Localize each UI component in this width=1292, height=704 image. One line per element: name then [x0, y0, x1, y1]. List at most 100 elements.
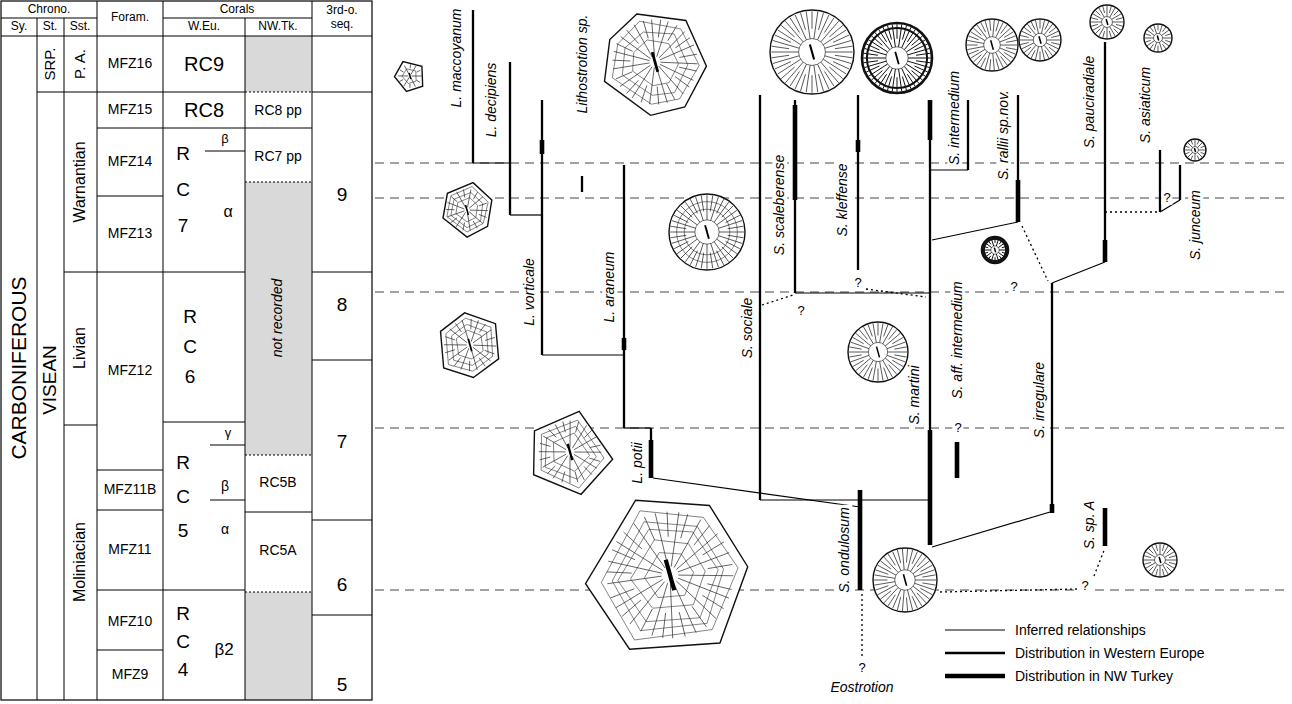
coral-septum	[1107, 6, 1108, 17]
legend-text: Distribution in NW Turkey	[1015, 668, 1173, 684]
taxon-name: S. aff. intermedium	[950, 279, 965, 401]
coral-zone: RC4	[174, 600, 193, 684]
foram-zone: MFZ11B	[104, 482, 157, 497]
lineage-line	[1017, 95, 1019, 222]
taxon-name: L. araneum	[602, 250, 617, 325]
coral-section	[1019, 19, 1061, 61]
coral-septum	[920, 565, 932, 571]
coral-septum	[469, 361, 470, 371]
coral-septum	[908, 590, 913, 610]
uncertain-link	[861, 594, 862, 658]
coral-septum	[996, 238, 999, 246]
coral-septum	[660, 45, 694, 60]
coral-section	[534, 411, 613, 494]
foram-zone: MFZ10	[108, 614, 152, 629]
coral-septum	[1159, 25, 1162, 34]
coral-columella	[1159, 557, 1161, 563]
coral-septum	[1169, 556, 1176, 558]
coral-section	[848, 322, 908, 382]
coral-septum	[719, 236, 742, 244]
coral-septum	[990, 59, 991, 70]
coral-septum	[849, 352, 869, 353]
coral-septum	[660, 62, 697, 64]
coral-tabularium	[895, 570, 915, 590]
table-rule	[97, 128, 163, 129]
coral-septum	[1002, 252, 1007, 254]
taxon-name: S. intermedium	[947, 69, 962, 167]
coral-septum	[677, 239, 697, 254]
coral-septum	[626, 80, 638, 93]
coral-septum	[620, 65, 650, 86]
coral-septum	[887, 25, 891, 39]
lineage-line	[623, 165, 625, 428]
sequence-boundary	[375, 428, 1288, 429]
sequence-number: 6	[337, 575, 348, 596]
taxon-name: S. asiaticum	[1138, 65, 1153, 145]
coral-septum	[400, 70, 404, 72]
coral-zone: RC7 pp	[254, 149, 301, 164]
coral-septum	[884, 588, 898, 603]
taxon-name: Lithostrotion sp.	[575, 13, 590, 116]
table-rule	[64, 92, 97, 93]
lineage-line	[1104, 42, 1106, 262]
lineage-line	[932, 222, 1018, 240]
coral-tabularium	[991, 246, 999, 254]
coral-septum	[833, 62, 849, 69]
coral-section	[1090, 5, 1124, 39]
coral-septum	[1041, 47, 1044, 60]
coral-septum	[778, 59, 801, 74]
coral-septum	[1144, 556, 1151, 558]
coral-septum	[569, 457, 570, 484]
coral-septum	[873, 361, 876, 380]
coral-septum	[658, 20, 660, 38]
coral-septum	[812, 75, 813, 93]
coral-septum	[991, 238, 994, 246]
coral-septum	[990, 20, 991, 31]
coral-septum	[444, 344, 467, 345]
coral-septum	[1112, 22, 1123, 23]
coral-septum	[781, 25, 794, 37]
coral-septum	[819, 74, 824, 91]
coral-septum	[876, 570, 889, 574]
coral-columella	[705, 225, 709, 239]
coral-septum	[1169, 562, 1176, 564]
coral-septum	[773, 41, 799, 49]
table-rule	[97, 272, 163, 273]
coral-septum	[823, 30, 846, 45]
coral-septum	[863, 53, 878, 55]
coral-septum	[866, 44, 879, 50]
coral-dissepiment	[612, 21, 699, 104]
legend-sample	[945, 647, 1005, 659]
coral-septum	[671, 226, 687, 228]
lineage-line	[1103, 240, 1108, 262]
stratigraphic-unit: CARBONIFEROUS	[7, 276, 30, 459]
coral-septum	[868, 325, 872, 337]
coral-septum	[563, 422, 566, 433]
taxon-name: L. vorticale	[522, 256, 537, 328]
coral-septum	[1146, 552, 1156, 558]
uncertain-link	[1022, 226, 1048, 281]
coral-septum	[572, 456, 584, 480]
coral-septum	[1103, 31, 1105, 38]
coral-columella	[895, 52, 899, 65]
coral-section	[1143, 543, 1177, 577]
lineage-line	[472, 10, 474, 163]
coral-septum	[1095, 10, 1100, 15]
coral-septum	[967, 40, 984, 43]
coral-septum	[880, 361, 883, 380]
coral-wall	[862, 23, 932, 93]
coral-septum	[781, 67, 794, 79]
coral-septum	[1197, 156, 1199, 160]
coral-septum	[825, 56, 851, 64]
table-rule	[37, 18, 38, 700]
coral-zone: β	[221, 132, 228, 146]
coral-septum	[624, 532, 642, 549]
coral-septum	[824, 71, 834, 86]
coral-septum	[874, 575, 895, 578]
lineage-line	[955, 442, 960, 478]
coral-septum	[1160, 544, 1161, 555]
coral-septum	[714, 242, 729, 262]
coral-septum	[915, 580, 936, 581]
lineage-line	[930, 169, 968, 170]
coral-septum	[912, 71, 923, 81]
